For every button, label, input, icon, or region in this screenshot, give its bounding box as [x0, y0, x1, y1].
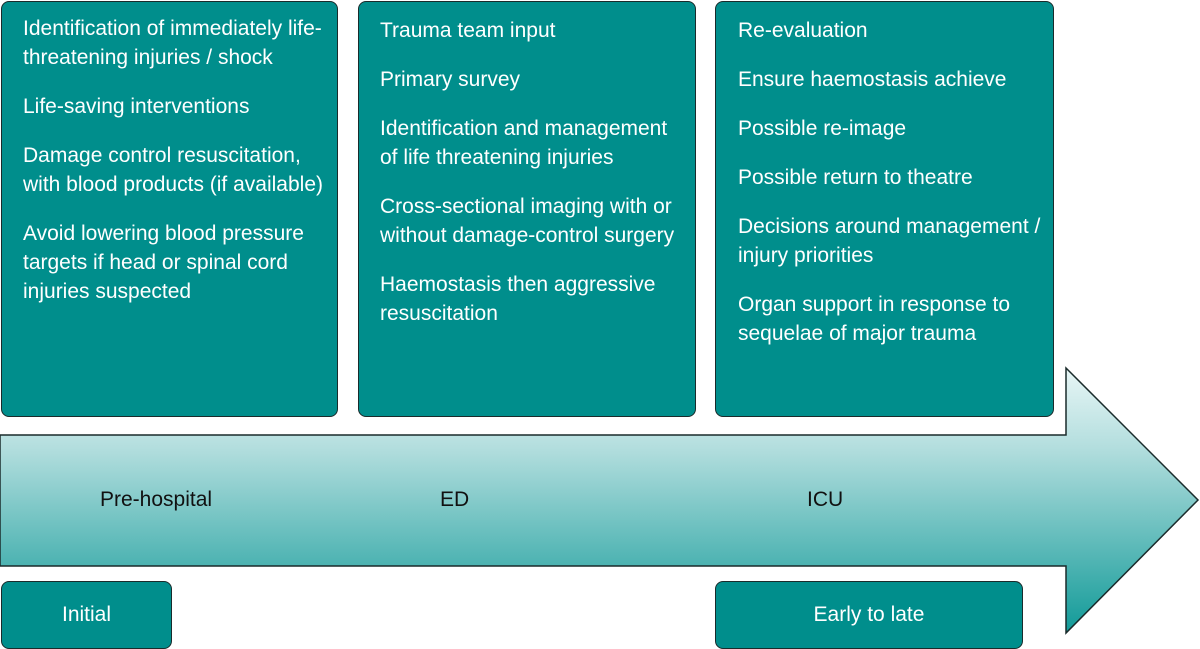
prehospital-item: Damage control resuscitation, with blood…	[23, 144, 323, 196]
icu-item: Ensure haemostasis achieve	[738, 68, 1007, 91]
timing-early-to-late-box: Early to late	[715, 581, 1023, 649]
timing-initial-label: Initial	[61, 603, 112, 626]
prehospital-box: Identification of immediately life-threa…	[1, 1, 338, 417]
ed-box: Trauma team input Primary survey Identif…	[358, 1, 696, 417]
timing-early-to-late-label: Early to late	[813, 603, 925, 626]
icu-item: Organ support in response to sequelae of…	[738, 293, 1010, 345]
prehospital-item: Identification of immediately life-threa…	[23, 17, 322, 69]
timing-initial-box: Initial	[1, 581, 172, 649]
prehospital-item: Avoid lowering blood pressure targets if…	[23, 222, 304, 303]
icu-item: Possible return to theatre	[738, 166, 973, 189]
phase-label-ed: ED	[440, 488, 470, 511]
phase-label-prehospital: Pre-hospital	[100, 488, 213, 511]
icu-item: Possible re-image	[738, 117, 907, 140]
ed-item: Haemostasis then aggressive resuscitatio…	[380, 273, 656, 325]
icu-item: Re-evaluation	[738, 19, 868, 42]
icu-box: Re-evaluation Ensure haemostasis achieve…	[715, 1, 1054, 417]
ed-item: Trauma team input	[380, 19, 556, 42]
ed-item: Primary survey	[380, 68, 521, 91]
ed-item: Identification and management of life th…	[380, 117, 668, 169]
ed-item: Cross-sectional imaging with or without …	[380, 195, 675, 247]
prehospital-item: Life-saving interventions	[23, 95, 250, 118]
icu-item: Decisions around management / injury pri…	[738, 215, 1041, 267]
phase-label-icu: ICU	[807, 488, 844, 511]
